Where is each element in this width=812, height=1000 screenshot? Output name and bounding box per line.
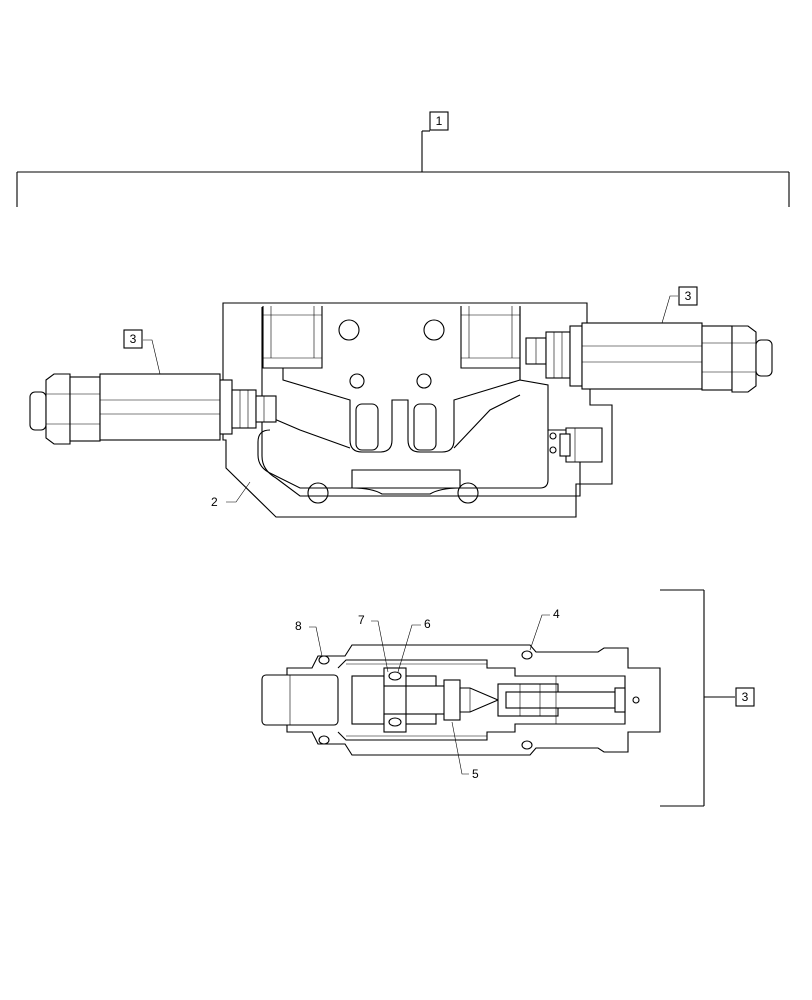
- callout-label-3-group: 3: [742, 690, 749, 704]
- relief-valve-cross-section[interactable]: [261, 644, 661, 756]
- callout-label-4: 4: [553, 607, 560, 621]
- callout-label-3-right: 3: [685, 289, 692, 303]
- callout-label-5: 5: [472, 767, 479, 781]
- callout-8[interactable]: 8: [295, 619, 323, 657]
- callout-3-right[interactable]: 3: [661, 286, 698, 324]
- callout-6[interactable]: 6: [397, 617, 431, 673]
- cross-section-bracket: [660, 589, 735, 807]
- callout-label-3-left: 3: [130, 332, 137, 346]
- callout-3-group[interactable]: 3: [735, 687, 755, 707]
- assembly-bracket: [16, 130, 790, 207]
- callout-label-6: 6: [424, 617, 431, 631]
- callout-box-1[interactable]: 1: [429, 111, 449, 131]
- callout-7[interactable]: 7: [358, 613, 389, 673]
- callout-3-left[interactable]: 3: [123, 329, 161, 375]
- callout-5[interactable]: 5: [451, 721, 479, 781]
- callout-4[interactable]: 4: [529, 607, 560, 651]
- callout-label-2: 2: [211, 495, 218, 509]
- relief-valve-left[interactable]: [29, 373, 277, 445]
- callout-label-8: 8: [295, 619, 302, 633]
- callout-label-7: 7: [358, 613, 365, 627]
- callout-2[interactable]: 2: [211, 481, 251, 509]
- relief-valve-right[interactable]: [525, 322, 773, 393]
- valve-body[interactable]: [222, 302, 613, 518]
- callout-label-1: 1: [436, 114, 443, 128]
